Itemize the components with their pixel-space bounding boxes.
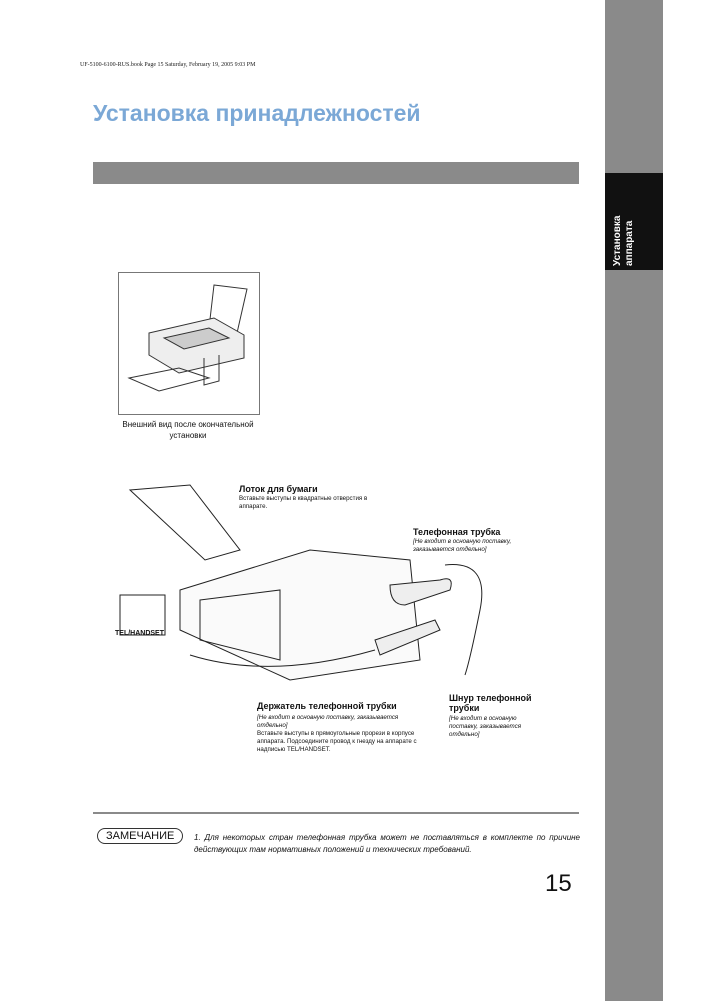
note-text: 1. Для некоторых стран телефонная трубка… [194, 833, 580, 854]
photo-caption: Внешний вид после окончательной установк… [122, 420, 254, 440]
print-header: UF-5100-6100-RUS.book Page 15 Saturday, … [80, 62, 256, 68]
fax-exterior-image [118, 272, 260, 415]
section-tab [605, 173, 663, 270]
handset-holder-note: [Не входит в основную поставку, заказыва… [257, 714, 399, 729]
handset-cord-label: Шнур телефонной трубки [449, 693, 532, 713]
tel-handset-label: TEL/HANDSET [115, 630, 164, 637]
page-number: 15 [545, 870, 572, 897]
page-title: Установка принадлежностей [93, 100, 421, 126]
divider [93, 812, 579, 814]
paper-tray-desc: Вставьте выступы в квадратные отверстия … [239, 495, 368, 510]
side-strip [605, 0, 663, 1001]
accessory-installation-diagram [119, 484, 483, 681]
handset-holder-desc: Вставьте выступы в прямоугольные прорези… [257, 730, 417, 753]
handset-desc: [Не входит в основную поставку, заказыва… [413, 538, 512, 553]
title-bar [93, 162, 579, 184]
handset-label: Телефонная трубка [413, 527, 501, 537]
paper-tray-label: Лоток для бумаги [239, 484, 318, 494]
handset-cord-desc: [Не входит в основную поставку, заказыва… [449, 715, 522, 738]
section-tab-label: Установка аппарата [612, 215, 635, 266]
handset-holder-label: Держатель телефонной трубки [257, 701, 397, 711]
note-badge: ЗАМЕЧАНИЕ [97, 828, 184, 844]
